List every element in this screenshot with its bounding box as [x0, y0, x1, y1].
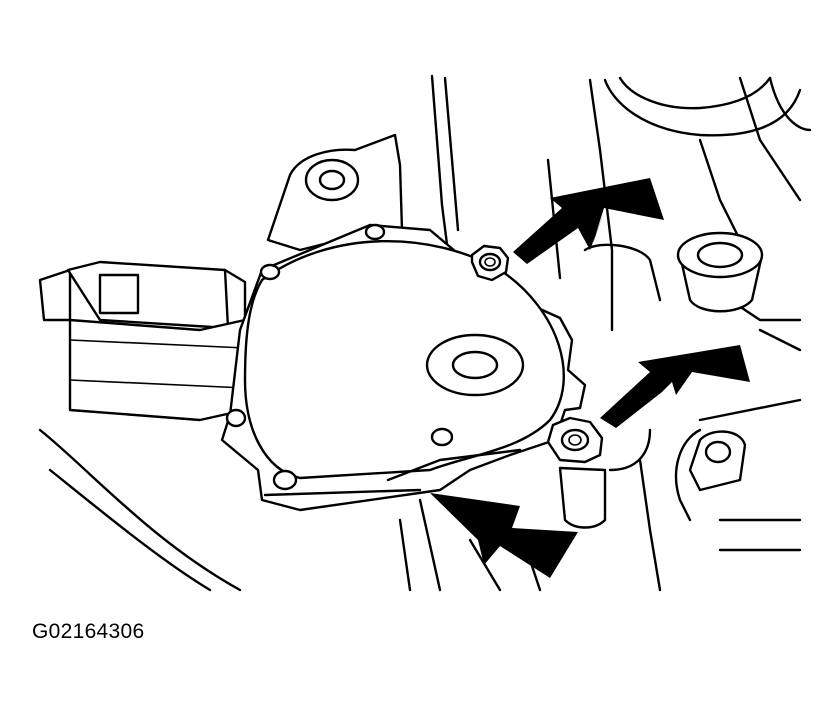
housing-boss: [676, 231, 764, 313]
callout-arrow-middle: [600, 345, 750, 428]
mounting-bracket: [266, 133, 404, 252]
electrical-connector: [38, 260, 247, 422]
neutral-safety-switch: [220, 223, 587, 512]
upper-bolt: [470, 244, 510, 282]
callout-arrow-lower: [430, 493, 578, 578]
figure-code: G02164306: [32, 620, 145, 643]
lower-bracket: [688, 430, 747, 492]
callout-arrow-upper: [513, 178, 664, 264]
lower-bolt: [546, 416, 607, 529]
